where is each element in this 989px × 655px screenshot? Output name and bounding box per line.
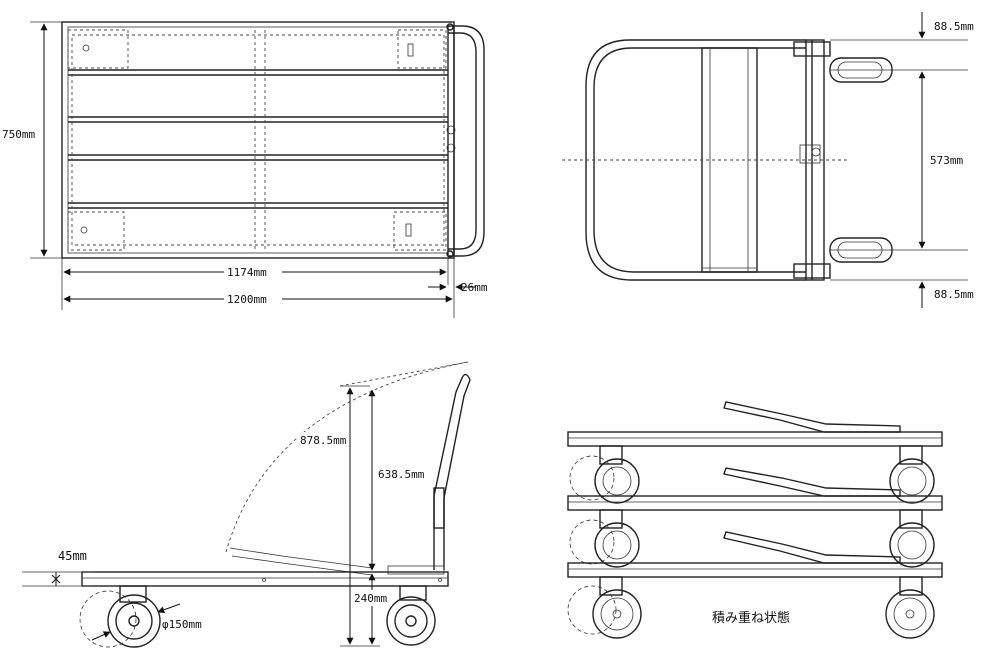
- overall-length-dimension-label: 1200mm: [227, 293, 267, 306]
- deck-outline: [61, 21, 455, 259]
- stacked-cart-middle: [567, 495, 943, 511]
- stacked-cart-top: [567, 431, 943, 447]
- wheel-span-dimension-label: 573mm: [930, 154, 963, 167]
- deck-thickness-dimension-label: 45mm: [58, 549, 87, 563]
- overall-height-dimension-label: 878.5mm: [300, 434, 347, 447]
- bottom-offset-dimension-label: 88.5mm: [934, 288, 974, 301]
- stacked-state-caption: 積み重ね状態: [712, 610, 790, 626]
- deck: [81, 571, 449, 587]
- inner-length-dimension-label: 1174mm: [227, 266, 267, 279]
- end-view: [562, 12, 968, 308]
- deck-height-dimension-label: 240mm: [354, 592, 387, 605]
- top-offset-dimension-label: 88.5mm: [934, 20, 974, 33]
- handle-height-dimension-label: 638.5mm: [378, 468, 425, 481]
- width-dimension-label: 750mm: [2, 128, 35, 141]
- stacked-cart-bottom: [567, 562, 943, 578]
- handle: [448, 25, 485, 257]
- folded-handle: [585, 39, 806, 281]
- wheel-diameter-dimension-label: φ150mm: [162, 618, 202, 631]
- side-view: [22, 361, 471, 648]
- stacked-view: [567, 401, 943, 639]
- upright-handle: [433, 373, 471, 570]
- handle-offset-dimension-label: 26mm: [461, 281, 488, 294]
- handle-swing-arc: [225, 361, 469, 553]
